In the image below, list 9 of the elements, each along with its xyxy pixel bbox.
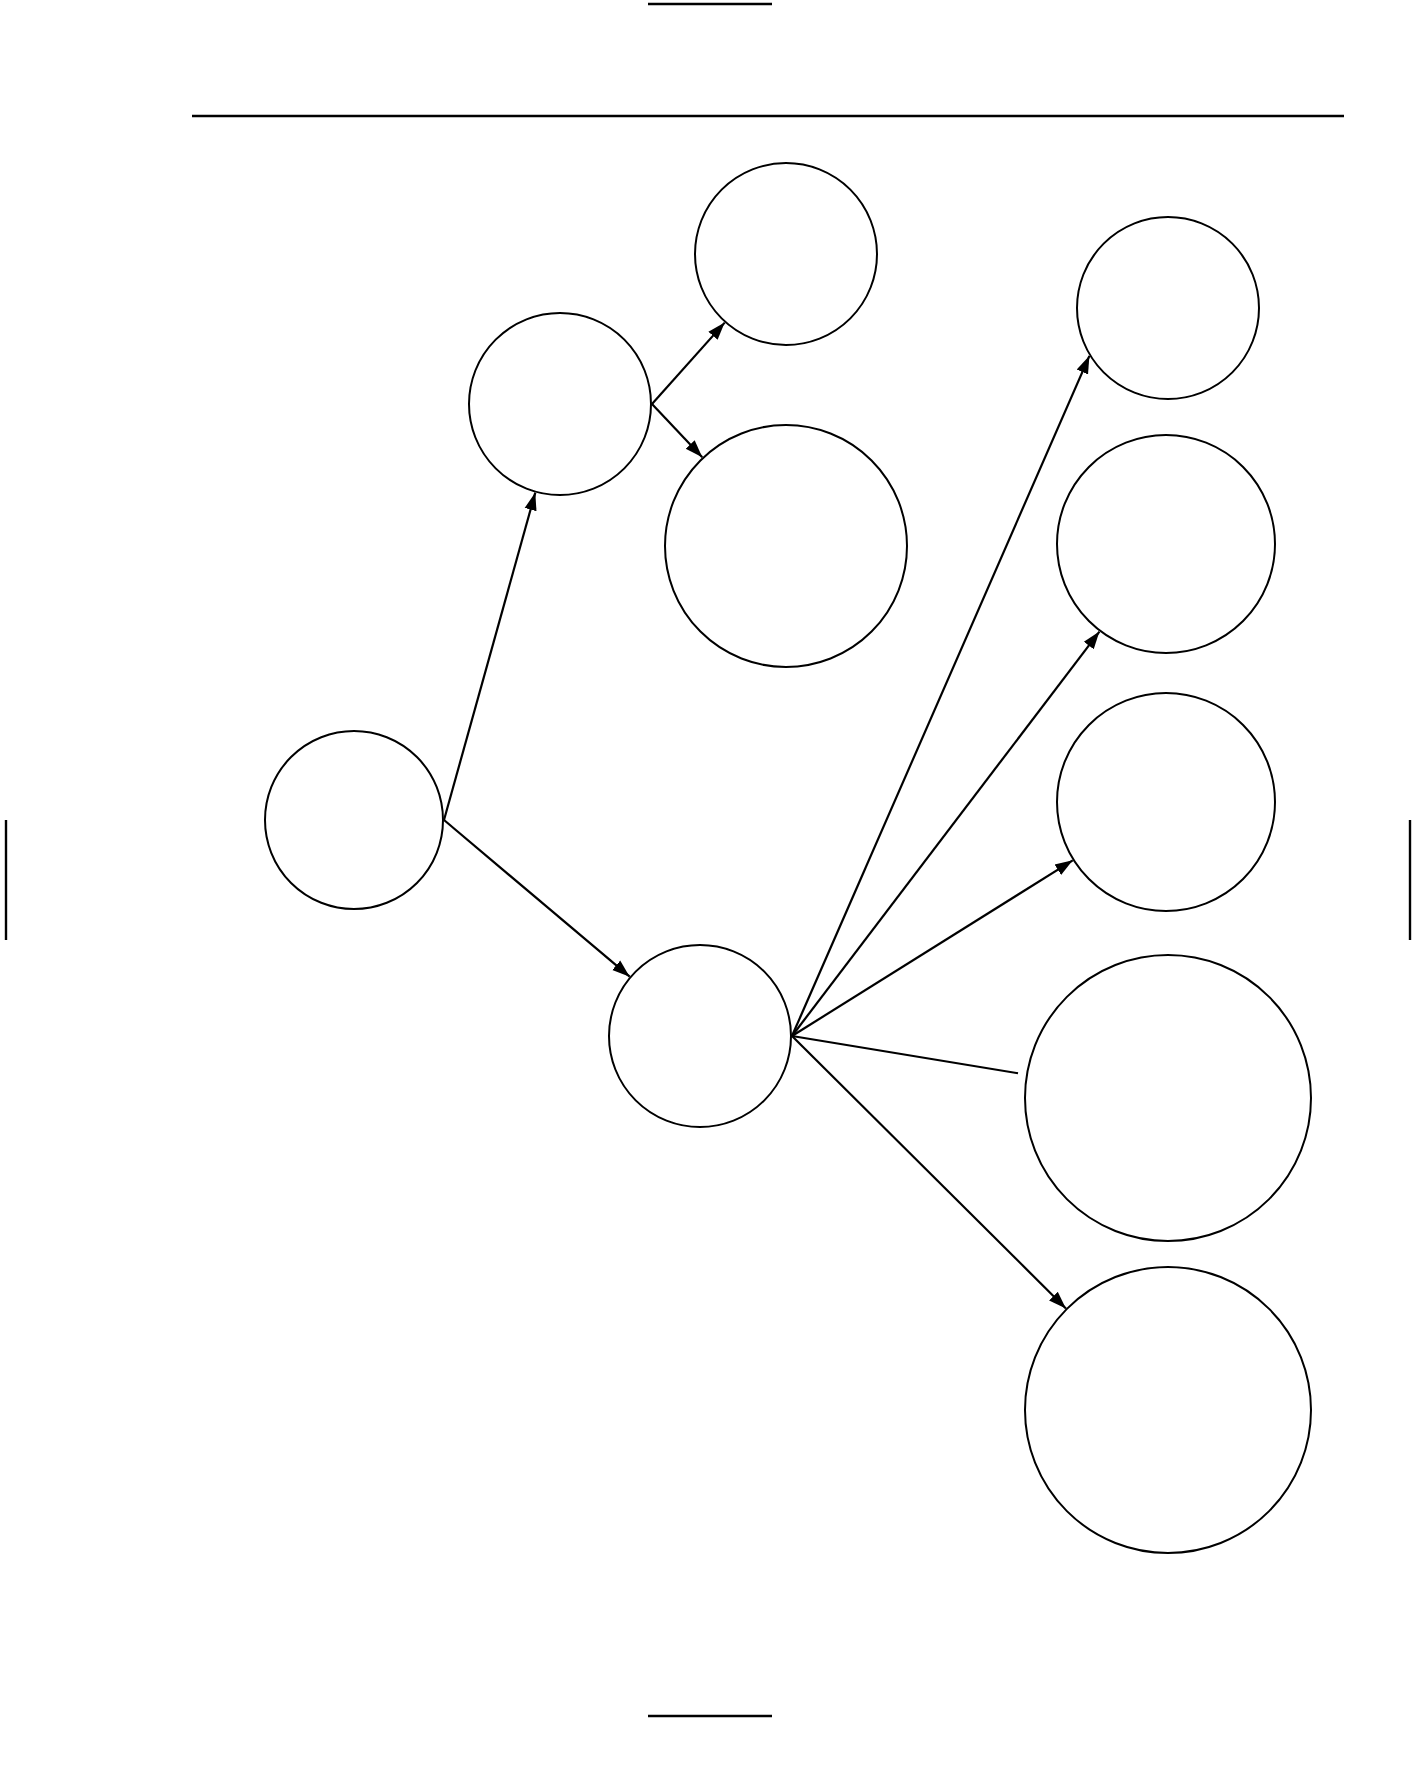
connector-line (791, 1034, 1019, 1075)
arrow (791, 630, 1101, 1037)
arrow (791, 1035, 1067, 1310)
arrow (443, 819, 631, 978)
arrow (791, 355, 1091, 1037)
arrow (651, 403, 704, 459)
arrow (651, 321, 726, 405)
arrow (791, 859, 1074, 1037)
arrow (442, 492, 537, 821)
